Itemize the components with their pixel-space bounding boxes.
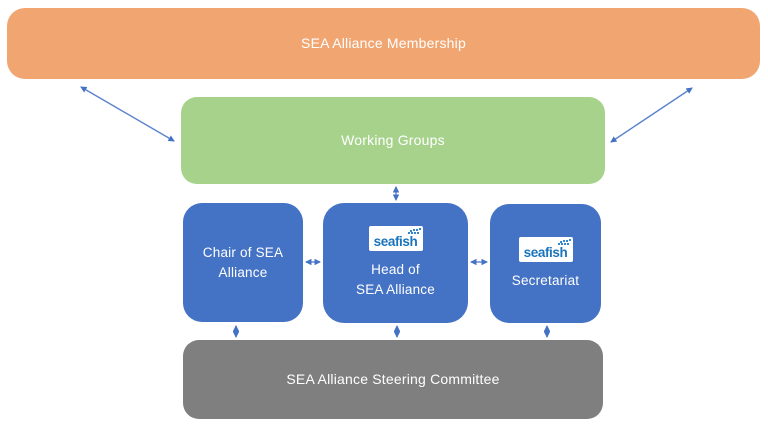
- secretariat-label: Secretariat: [511, 272, 580, 288]
- box-working-groups: Working Groups: [181, 97, 605, 184]
- chair-label-line-2: Alliance: [218, 264, 268, 280]
- box-sea-alliance-steering-committee: SEA Alliance Steering Committee: [183, 340, 603, 419]
- steering-committee-label: SEA Alliance Steering Committee: [286, 371, 500, 387]
- seafish-logo: seafish: [518, 236, 573, 262]
- working-groups-label: Working Groups: [341, 132, 445, 148]
- seafish-logo-text: seafish: [523, 244, 568, 260]
- seafish-logo: seafish: [368, 226, 423, 251]
- seafish-fish-dots-icon: [559, 240, 562, 243]
- seafish-fish-dots-icon: [409, 230, 412, 232]
- head-label-line-1: Head of: [371, 262, 420, 277]
- membership-label: SEA Alliance Membership: [301, 35, 466, 51]
- arrow-membership-working-groups-right: [610, 87, 693, 143]
- box-head-of-sea-alliance: seafish Head of SEA Alliance: [323, 203, 468, 323]
- seafish-logo-text: seafish: [373, 234, 418, 249]
- chair-label-line-1: Chair of SEA: [202, 244, 284, 260]
- box-sea-alliance-membership: SEA Alliance Membership: [7, 8, 760, 79]
- head-label-line-2: SEA Alliance: [356, 282, 435, 297]
- arrow-membership-working-groups-left: [80, 86, 175, 142]
- box-chair-of-sea-alliance: Chair of SEA Alliance: [183, 203, 303, 322]
- box-secretariat: seafish Secretariat: [490, 204, 601, 323]
